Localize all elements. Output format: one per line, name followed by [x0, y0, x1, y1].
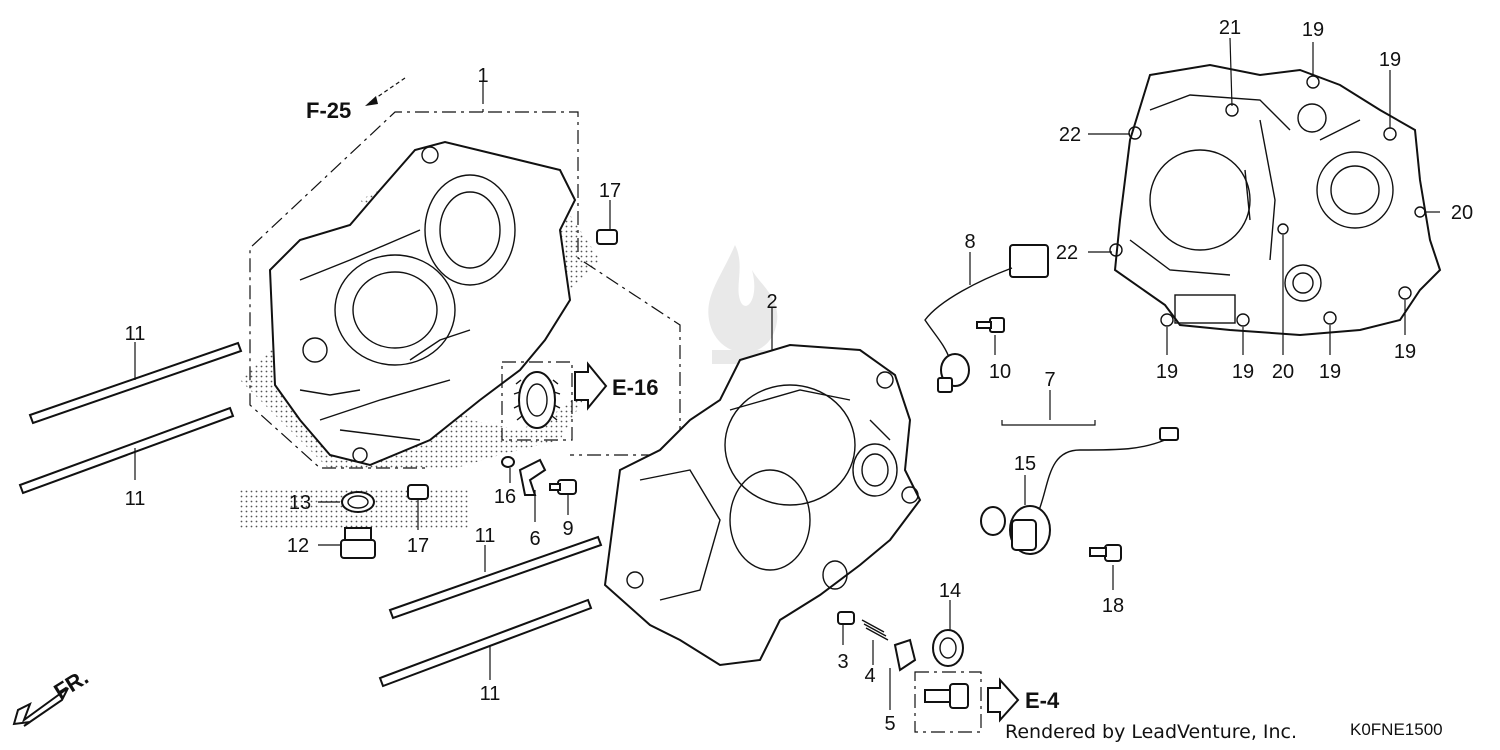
part-16-washer — [501, 456, 515, 468]
label-8: 8 — [964, 231, 975, 253]
part-18-bolt — [1089, 544, 1122, 562]
label-19-d: 19 — [1232, 361, 1254, 383]
label-22-b: 22 — [1056, 242, 1078, 264]
label-1: 1 — [477, 65, 488, 87]
part-8-sensor — [924, 244, 1049, 393]
part-4-spring — [861, 619, 889, 641]
ref-f25: F-25 — [306, 98, 351, 123]
label-2: 2 — [766, 291, 777, 313]
arrow-f25 — [365, 77, 406, 106]
label-19-a: 19 — [1302, 19, 1324, 41]
label-17-a: 17 — [599, 180, 621, 202]
label-11-a: 11 — [125, 323, 146, 345]
drive-gear — [501, 361, 573, 441]
label-22-a: 22 — [1059, 124, 1081, 146]
leader-lines — [134, 37, 1440, 710]
part-12-drain-bolt — [340, 527, 376, 559]
part-11-studs — [18, 341, 603, 688]
part-6-plate — [518, 458, 547, 496]
diagram-code: K0FNE1500 — [1350, 720, 1443, 739]
label-6: 6 — [529, 528, 540, 550]
label-4: 4 — [864, 665, 875, 687]
label-5: 5 — [884, 713, 895, 735]
label-15: 15 — [1014, 453, 1036, 475]
part-9-bolt — [549, 479, 577, 495]
arrow-e4 — [987, 677, 1020, 723]
label-19-c: 19 — [1156, 361, 1178, 383]
arrow-e16 — [574, 361, 608, 411]
label-17-b: 17 — [407, 535, 429, 557]
label-12: 12 — [287, 535, 309, 557]
label-20-a: 20 — [1451, 202, 1473, 224]
label-19-f: 19 — [1394, 341, 1416, 363]
part-2-right-crankcase — [603, 343, 922, 667]
part-15-o-ring — [980, 506, 1006, 536]
part-3-pin — [837, 611, 855, 625]
part-17-dowels — [407, 229, 618, 500]
label-10: 10 — [989, 361, 1011, 383]
label-7: 7 — [1044, 369, 1055, 391]
part-5-bolt-and-plate — [893, 638, 982, 733]
crankcase-cover-right — [1109, 63, 1442, 337]
ref-e4: E-4 — [1025, 688, 1060, 713]
part-7-switch-wire — [1009, 427, 1179, 555]
arrow-front — [12, 687, 69, 727]
label-20-b: 20 — [1272, 361, 1294, 383]
part-1-left-crankcase — [268, 140, 577, 467]
part-14-oil-seal — [932, 629, 964, 667]
label-11-d: 11 — [480, 683, 501, 705]
label-21: 21 — [1219, 17, 1241, 39]
label-13: 13 — [289, 492, 311, 514]
label-11-b: 11 — [125, 488, 146, 510]
label-9: 9 — [562, 518, 573, 540]
label-19-b: 19 — [1379, 49, 1401, 71]
ref-e16: E-16 — [612, 375, 658, 400]
label-19-e: 19 — [1319, 361, 1341, 383]
footer-credit: Rendered by LeadVenture, Inc. — [1005, 721, 1297, 743]
part-labels: 1 2 3 4 5 6 7 8 9 10 11 11 11 11 12 13 1… — [125, 17, 1474, 735]
label-16: 16 — [494, 486, 516, 508]
part-13-washer — [341, 491, 375, 513]
label-11-c: 11 — [475, 525, 496, 547]
label-18: 18 — [1102, 595, 1124, 617]
label-3: 3 — [837, 651, 848, 673]
label-14: 14 — [939, 580, 961, 602]
part-10-bolt — [976, 317, 1005, 333]
